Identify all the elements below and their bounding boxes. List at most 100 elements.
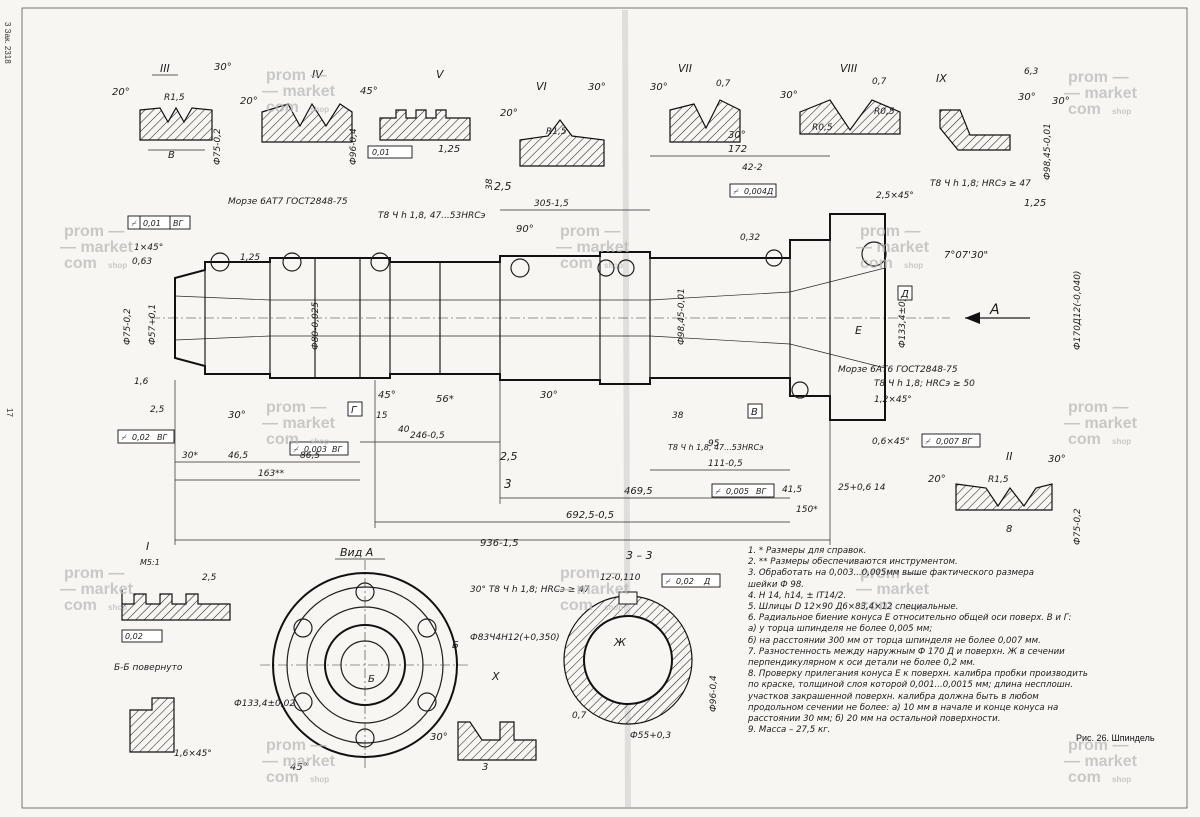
- detail-VII: VII 0,7 30° 30°: [650, 62, 746, 143]
- heat-treatment-callout: 30° Т8 Ч h 1,8; HRCэ ≥ 47: [470, 585, 590, 595]
- diameter-label: Ф96-0,4: [349, 128, 359, 165]
- angle-label: 30°: [214, 62, 232, 73]
- diameter-label: Ф170Д12(-0,040): [1073, 271, 1083, 350]
- roughness-value: 1,6: [134, 377, 149, 387]
- detail-mark-III: III: [160, 62, 170, 75]
- svg-text:— market: — market: [1064, 85, 1138, 102]
- svg-text:ВГ: ВГ: [173, 219, 183, 228]
- heat-treatment-callout: Т8 Ч h 1,8, 47...53HRCэ: [668, 443, 764, 452]
- view-arrow-A: А: [965, 302, 1030, 324]
- detail-III: III 20° 30° R1,5 В Ф75-0,2: [112, 62, 232, 165]
- svg-text:shop: shop: [1112, 107, 1131, 116]
- detail-views-top: III 20° 30° R1,5 В Ф75-0,2 IV 20° Ф96-0,…: [112, 62, 1070, 190]
- note-line: расстоянии 30 мм; б) 20 мм на остальной …: [748, 714, 1001, 725]
- angle-label: 30°: [728, 130, 746, 141]
- svg-text:shop: shop: [310, 105, 329, 114]
- dimension-label: 3: [482, 762, 488, 773]
- dimension-label: 12-0,110: [600, 573, 641, 583]
- angle-label: 30°: [780, 90, 798, 101]
- svg-text:com: com: [266, 99, 299, 116]
- svg-text:shop: shop: [904, 603, 923, 612]
- dimension-label: 8: [1006, 524, 1012, 535]
- roughness-value: 0,63: [132, 257, 152, 267]
- svg-text:Д: Д: [703, 577, 710, 586]
- datum-B: Б: [452, 640, 459, 651]
- angle-label: 30°: [430, 732, 448, 743]
- svg-text:— market: — market: [60, 239, 134, 256]
- datum-markers: Г В Д Е: [347, 285, 913, 419]
- cut-label: 2,5: [500, 450, 518, 463]
- angle-label: 90°: [516, 224, 534, 235]
- svg-text:— market: — market: [856, 581, 930, 598]
- note-line: а) у торца шпинделя не более 0,005 мм;: [748, 624, 933, 635]
- note-line: б) на расстоянии 300 мм от торца шпиндел…: [748, 635, 1041, 646]
- dimension-label: 150*: [796, 505, 818, 515]
- spindle-outline: [174, 213, 886, 421]
- note-line: 4. Н 14, h14, ± IT14/2.: [748, 590, 847, 601]
- detail-mark-VI: VI: [536, 80, 547, 93]
- datum-V: В: [751, 407, 758, 418]
- svg-text:com: com: [64, 255, 97, 272]
- svg-text:— market: — market: [60, 581, 134, 598]
- svg-text:com: com: [266, 769, 299, 786]
- roughness-value: 1,25: [240, 253, 260, 263]
- detail-V: V 45° 0,01 1,25: [360, 68, 471, 159]
- diameter-label: Ф98,45-0,01: [1043, 123, 1053, 180]
- svg-text:com: com: [860, 255, 893, 272]
- tolerance-frame: ⌿ 0,01 ВГ: [127, 215, 191, 230]
- tolerance-frame: 0,01: [367, 145, 413, 159]
- cut-label: 2,5: [494, 180, 512, 193]
- svg-text:com: com: [560, 597, 593, 614]
- section-label: Б-Б повернуто: [114, 663, 183, 673]
- dimension-label: 14: [874, 483, 886, 493]
- dimension-label: 246-0,5: [410, 431, 445, 441]
- roughness-value: 0,7: [872, 77, 887, 87]
- diameter-label: Ф75-0,2: [123, 308, 133, 345]
- note-line: 8. Проверку прилегания конуса Е к поверх…: [748, 669, 1088, 680]
- svg-text:com: com: [1068, 101, 1101, 118]
- dimension-label: 95: [708, 439, 720, 449]
- svg-text:0,01: 0,01: [143, 219, 161, 228]
- detail-X: X 30° 0,7 3: [430, 670, 587, 773]
- chamfer-label: 1,6×45°: [174, 749, 212, 759]
- angle-label: 30°: [588, 82, 606, 93]
- svg-text:shop: shop: [604, 603, 623, 612]
- svg-text:0,02: 0,02: [676, 577, 694, 586]
- radius-label: R1,5: [164, 93, 185, 103]
- dimension-label: 692,5-0,5: [566, 510, 614, 521]
- svg-text:⌿: ⌿: [733, 187, 739, 196]
- datum-D: Д: [900, 289, 909, 300]
- dimension-label: 56*: [436, 394, 454, 405]
- note-line: перпендикулярном к оси детали не более 0…: [748, 658, 976, 669]
- diameter-label: Ф55+0,3: [630, 731, 671, 741]
- svg-text:— market: — market: [856, 239, 930, 256]
- svg-text:shop: shop: [108, 603, 127, 612]
- roughness-value: 0,32: [740, 233, 760, 243]
- dimension-label: 42-2: [742, 163, 763, 173]
- svg-text:— market: — market: [556, 239, 630, 256]
- svg-text:— market: — market: [1064, 415, 1138, 432]
- svg-text:prom —: prom —: [1068, 399, 1128, 416]
- angle-label: 20°: [500, 108, 518, 119]
- heat-treatment-callout: Т8 Ч h 1,8; HRCэ ≥ 47: [930, 179, 1031, 189]
- detail-mark-IV: IV: [312, 68, 324, 81]
- detail-mark-VII: VII: [678, 62, 692, 75]
- svg-text:prom —: prom —: [266, 399, 326, 416]
- svg-text:com: com: [860, 597, 893, 614]
- svg-text:⌿: ⌿: [715, 487, 721, 496]
- svg-text:0,02: 0,02: [125, 632, 143, 641]
- view-title: 3 – 3: [626, 549, 653, 562]
- diameter-label: Ф133,4±0,02: [234, 699, 295, 709]
- dimension-label: 163**: [258, 469, 285, 479]
- roughness-value: 1,25: [1024, 198, 1046, 209]
- svg-text:⌿: ⌿: [925, 437, 931, 446]
- detail-VI: VI 20° 30° R1,5 38: [485, 80, 606, 190]
- slot-callout: Ф83Ч4Н12(+0,350): [470, 633, 560, 643]
